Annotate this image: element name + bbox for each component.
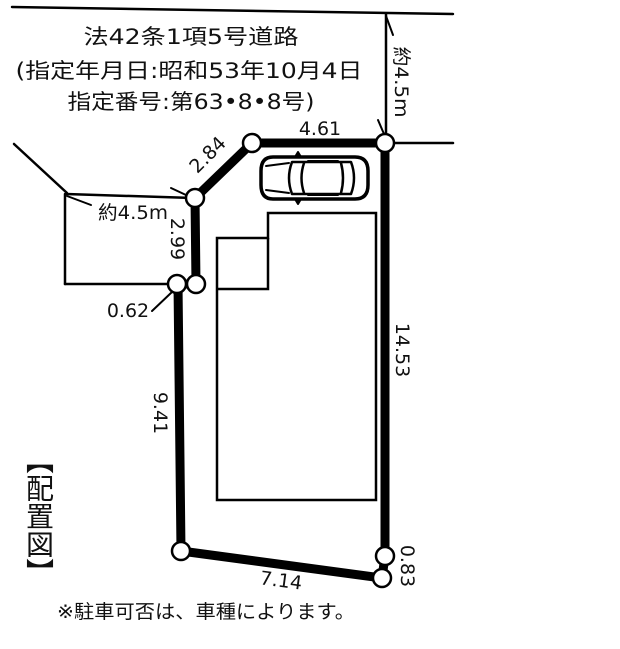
road-edge-line-north bbox=[10, 5, 455, 16]
boundary-marker-icon bbox=[374, 545, 396, 567]
boundary-marker-icon bbox=[184, 187, 206, 209]
boundary-marker-icon bbox=[170, 540, 192, 562]
dimension-label-east: 14.53 bbox=[391, 323, 413, 377]
section-label-site-plan: 【配置図】 bbox=[22, 446, 55, 586]
dimension-arrow-icon bbox=[66, 195, 92, 206]
dimension-arrow-icon bbox=[170, 187, 187, 196]
dimension-label-west: 9.41 bbox=[149, 392, 171, 434]
boundary-marker-icon bbox=[374, 132, 396, 154]
boundary-marker-icon bbox=[166, 273, 188, 295]
road-width-label-north: 約4.5m bbox=[390, 47, 412, 118]
leader-line-west-jog bbox=[151, 291, 173, 312]
boundary-marker-icon bbox=[241, 132, 263, 154]
site-boundary bbox=[173, 138, 390, 583]
dimension-label-south: 7.14 bbox=[259, 567, 304, 594]
parking-note: ※駐車可否は、車種によります。 bbox=[57, 601, 355, 623]
dimension-label-northwest-vertical: 2.99 bbox=[166, 218, 188, 260]
dimension-label-west-jog: 0.62 bbox=[107, 300, 149, 322]
road-width-dimension-north bbox=[377, 12, 394, 145]
boundary-marker-icon bbox=[371, 567, 393, 589]
dimension-label-southeast: 0.83 bbox=[396, 545, 418, 587]
dimension-label-north: 4.61 bbox=[299, 118, 341, 140]
dimension-arrow-icon bbox=[385, 15, 394, 36]
building-footprint bbox=[215, 211, 378, 502]
boundary-markers bbox=[166, 132, 396, 589]
road-title-line-2: (指定年月日:昭和53年10月4日 bbox=[16, 59, 363, 83]
boundary-marker-icon bbox=[185, 273, 207, 295]
road-title-line-1: 法42条1項5号道路 bbox=[84, 25, 299, 49]
dimension-arrow-icon bbox=[377, 119, 385, 135]
road-west-lines bbox=[12, 142, 195, 286]
road-title-line-3: 指定番号:第63•8•8号) bbox=[68, 90, 315, 114]
car-top-view-icon bbox=[259, 151, 370, 205]
road-width-label-west: 約4.5m bbox=[98, 202, 168, 224]
